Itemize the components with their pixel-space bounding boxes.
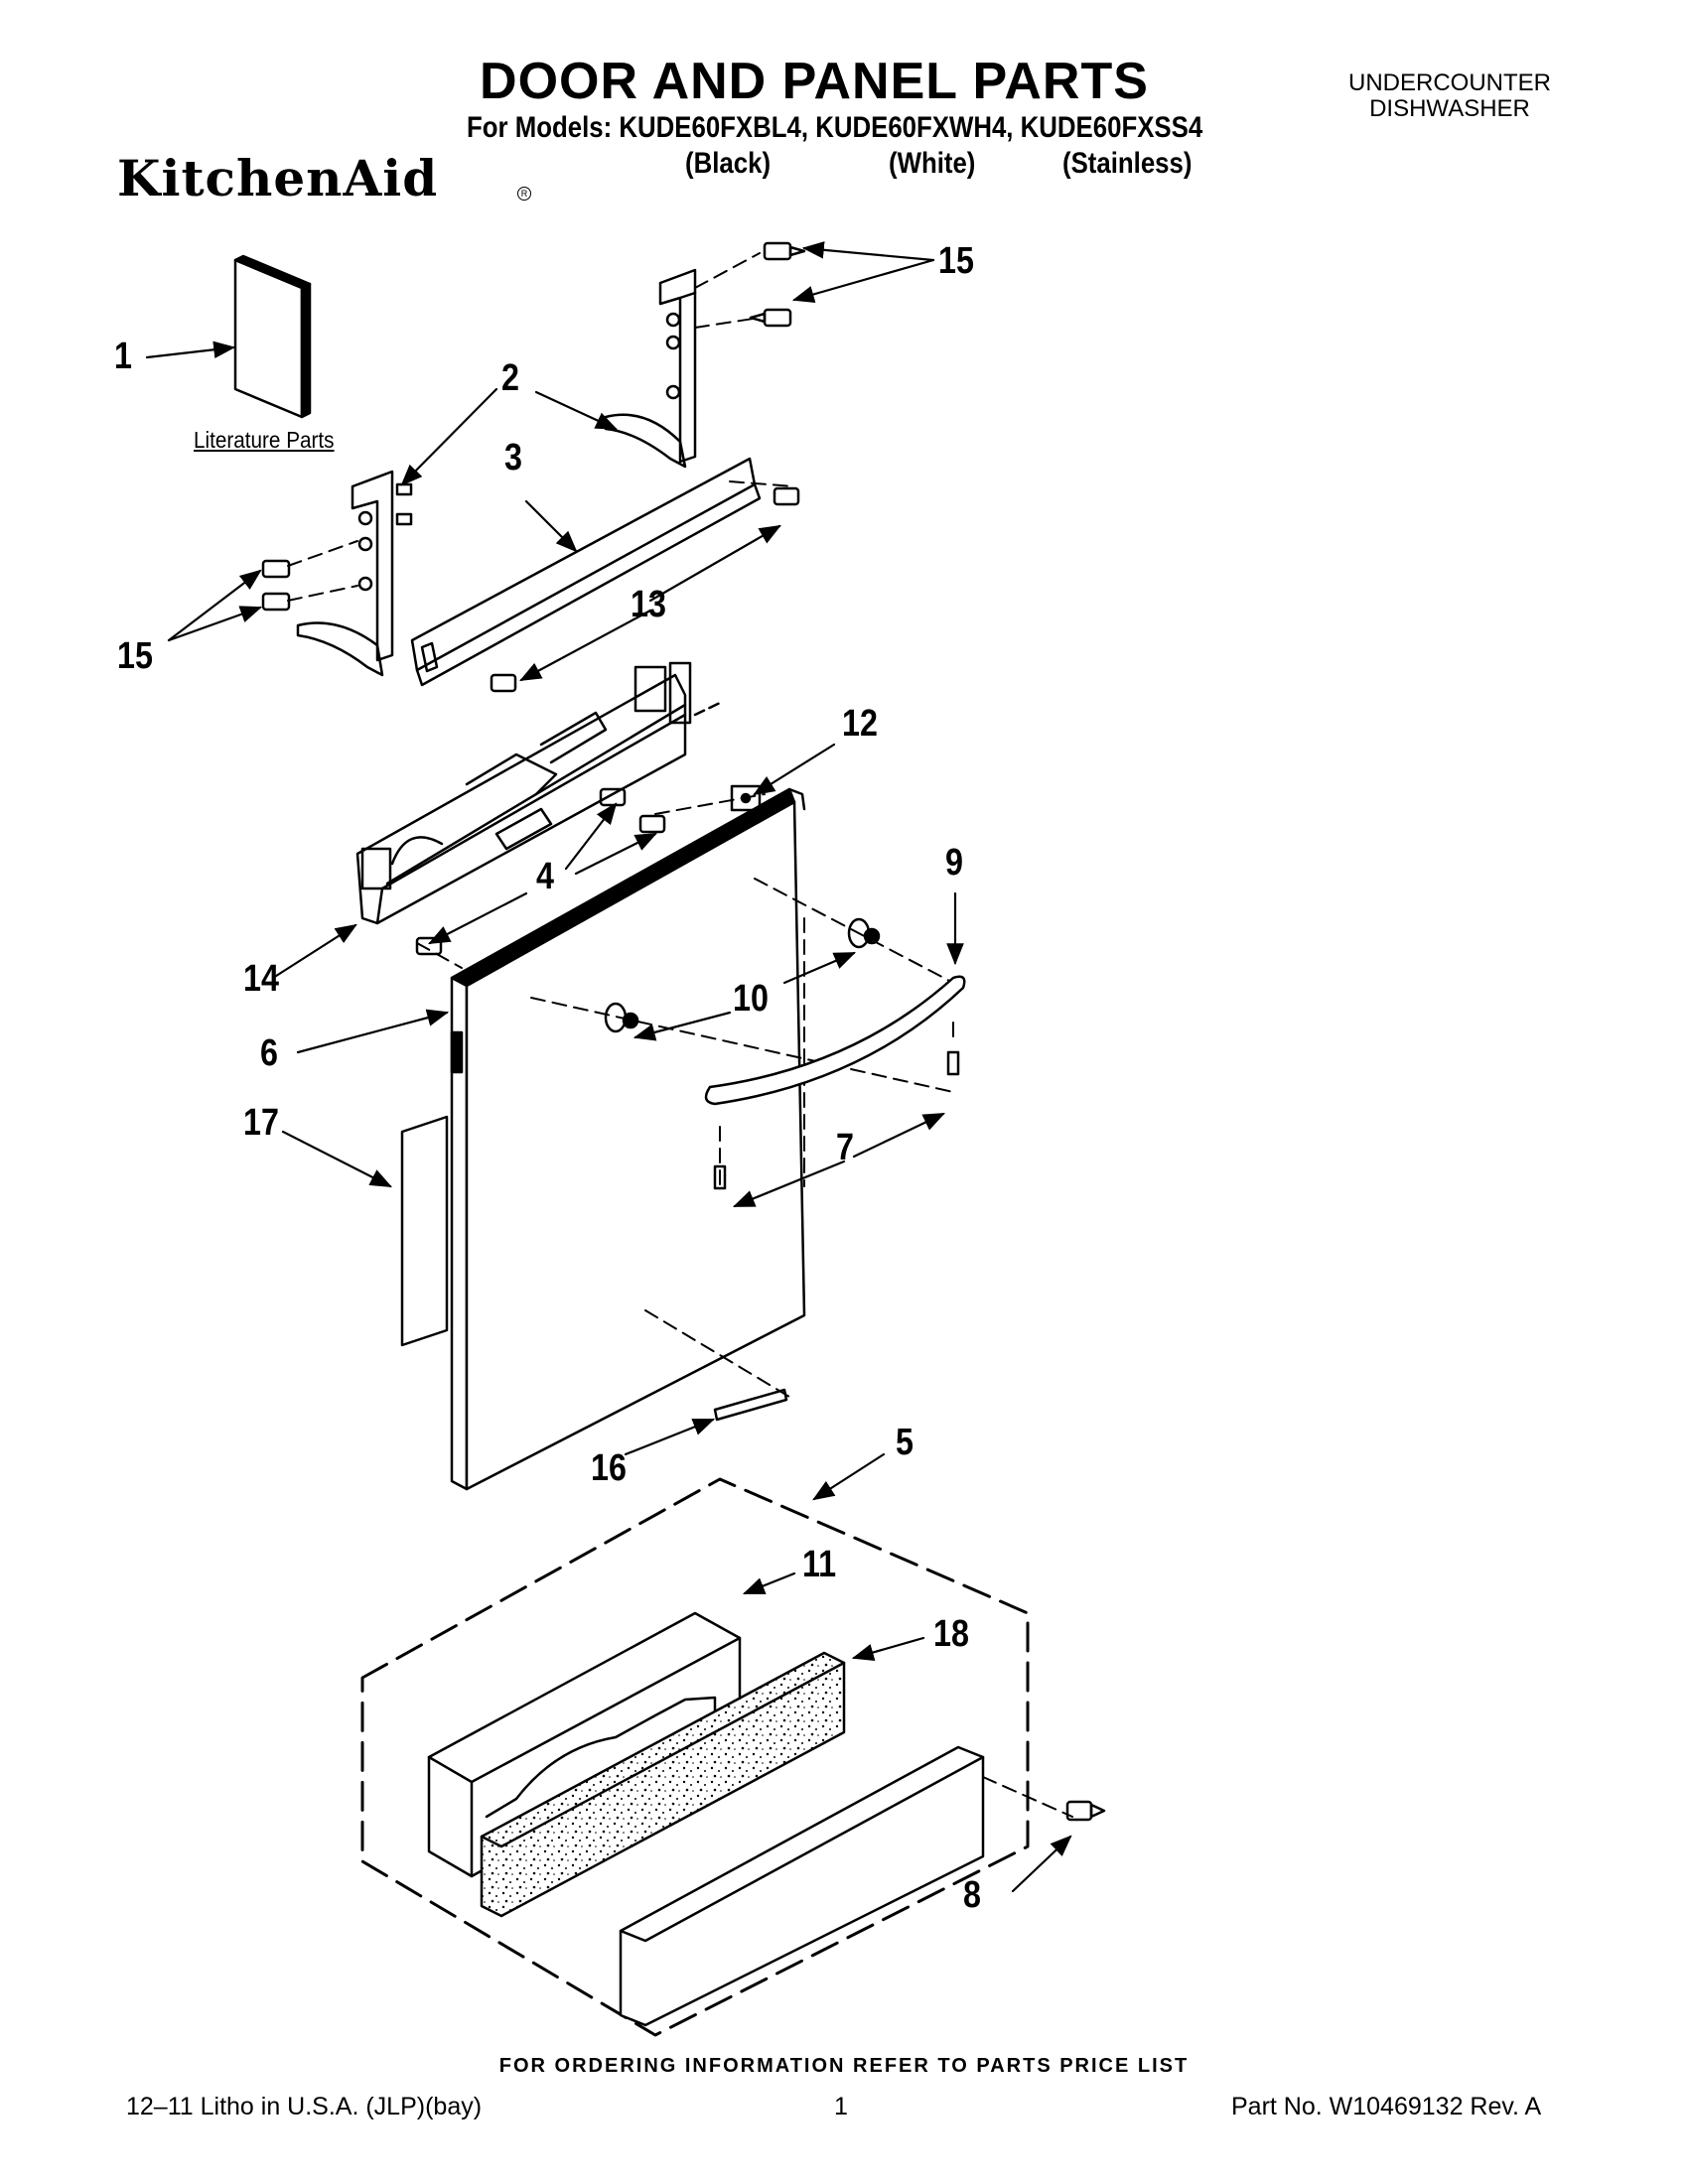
screw-part-13-top (773, 486, 800, 506)
page-title: DOOR AND PANEL PARTS (480, 53, 1149, 110)
handle-mount-left (604, 1002, 639, 1033)
set-screw-top (946, 1050, 960, 1076)
callout-1: 1 (114, 336, 132, 377)
callout-12: 12 (842, 703, 878, 745)
callout-7: 7 (836, 1127, 854, 1168)
callout-9: 9 (945, 842, 963, 884)
callout-13: 13 (631, 584, 666, 625)
mounting-bracket-left (296, 470, 413, 677)
screw-part-13-bot (490, 673, 517, 693)
callout-17: 17 (243, 1102, 279, 1144)
door-handle (704, 975, 966, 1106)
appliance-type-line2: DISHWASHER (1369, 95, 1530, 122)
kit-boundary (360, 1477, 1030, 2037)
screw-part-4-b (638, 814, 666, 834)
door-badge (713, 1388, 788, 1422)
variant-white: (White) (889, 147, 976, 180)
callout-10: 10 (733, 978, 769, 1020)
set-screw-bottom (713, 1164, 727, 1190)
screw-part-15-top (763, 241, 806, 261)
callout-8: 8 (963, 1874, 981, 1916)
brand-logo: KitchenAid (117, 149, 439, 207)
foam-strip (480, 1651, 846, 1918)
models-line: For Models: KUDE60FXBL4, KUDE60FXWH4, KU… (467, 111, 1203, 144)
ordering-note: FOR ORDERING INFORMATION REFER TO PARTS … (498, 2055, 1190, 2077)
callout-18: 18 (933, 1613, 969, 1655)
screw-part-15-mid (749, 308, 792, 328)
callout-2: 2 (501, 357, 519, 399)
litho-info: 12–11 Litho in U.S.A. (JLP)(bay) (126, 2093, 483, 2120)
literature-booklet-icon (233, 254, 312, 419)
callout-3: 3 (504, 437, 522, 478)
callout-14: 14 (243, 958, 279, 1000)
callout-4: 4 (536, 856, 554, 897)
handle-mount-right (847, 917, 881, 949)
callout-16: 16 (591, 1447, 627, 1489)
mounting-bracket-right (604, 268, 697, 469)
page-number: 1 (834, 2093, 848, 2120)
variant-black: (Black) (685, 147, 772, 180)
screw-part-15-left-a (261, 559, 291, 579)
access-panel-strip (410, 457, 762, 687)
outer-door-panel (450, 787, 806, 1491)
door-gasket (400, 1115, 449, 1347)
control-console-assembly (355, 661, 722, 925)
callout-11: 11 (802, 1544, 837, 1585)
part-number: Part No. W10469132 Rev. A (1231, 2093, 1542, 2120)
literature-parts-label: Literature Parts (194, 427, 335, 453)
screw-part-15-left-b (261, 592, 291, 612)
appliance-type-line1: UNDERCOUNTER (1348, 69, 1551, 96)
callout-15-top: 15 (938, 240, 974, 282)
callout-6: 6 (260, 1032, 278, 1074)
callout-15-left: 15 (117, 635, 153, 677)
registered-mark: R (517, 187, 531, 201)
toe-panel (619, 1745, 985, 2027)
callout-5: 5 (896, 1422, 914, 1463)
screw-part-8 (1065, 1800, 1106, 1822)
variant-stainless: (Stainless) (1062, 147, 1193, 180)
